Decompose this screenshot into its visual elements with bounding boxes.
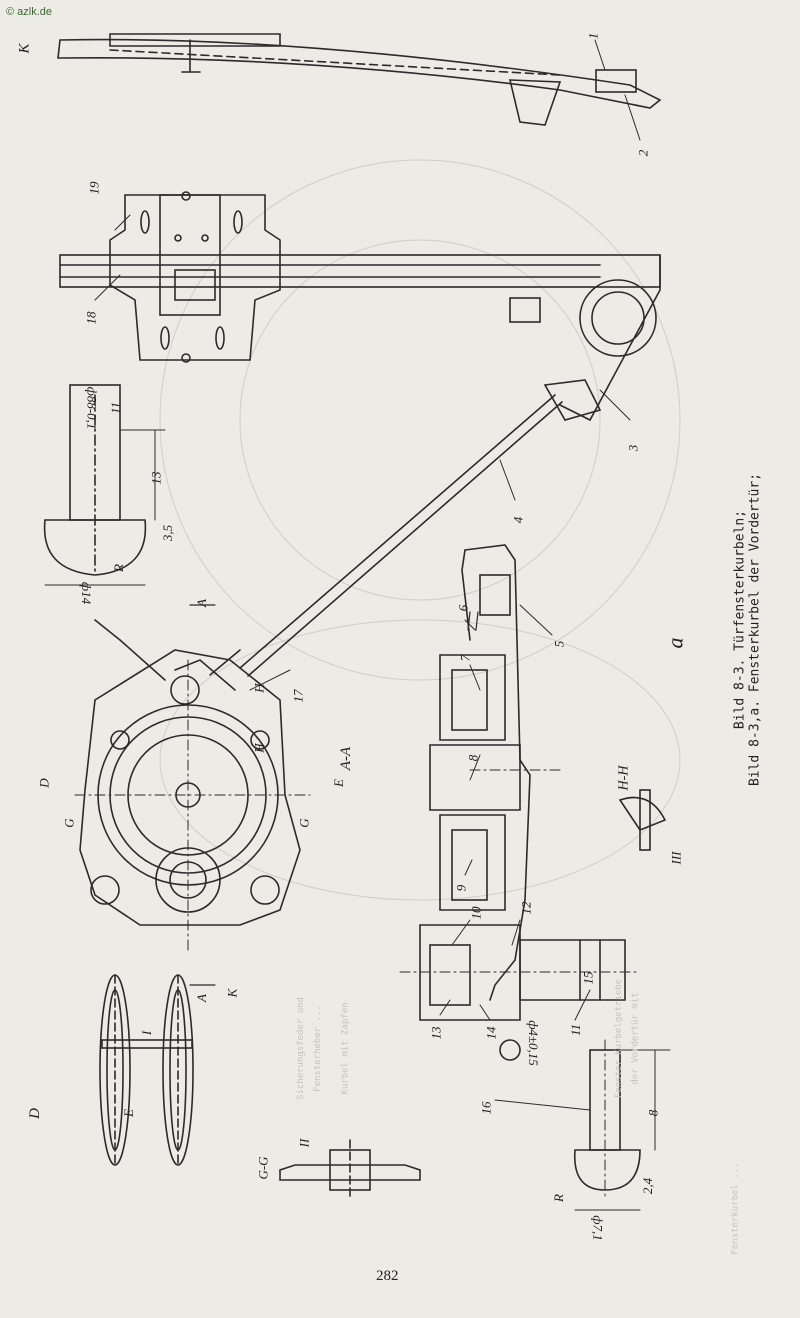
dimension-label: ф7,1: [590, 1215, 606, 1241]
ghost-text: der Vordertür mit: [630, 992, 641, 1085]
watermark: © azlk.de: [6, 6, 53, 18]
shaft-detail-11: [43, 384, 166, 586]
dimension-label: ф4±0,15: [525, 1020, 541, 1066]
roman-label: III: [668, 851, 684, 865]
section-label: E: [120, 1109, 136, 1117]
part-label: 19: [86, 181, 102, 195]
dimension-label: ф88-0,1: [84, 386, 100, 430]
part-label: 3: [625, 444, 641, 452]
section-label: H: [251, 743, 267, 753]
part-label: 8: [465, 754, 481, 762]
part-label: 16: [478, 1101, 494, 1115]
mechanism-plate: [74, 604, 311, 986]
section-label: D: [26, 1108, 43, 1119]
part-label: 11: [108, 401, 124, 415]
page-number: 282: [376, 1268, 399, 1284]
section-label: K: [16, 43, 33, 54]
part-label: 11: [568, 1023, 584, 1037]
part-label: 13: [428, 1026, 444, 1040]
dimension-label: R: [550, 1194, 566, 1202]
section-h-h: [618, 789, 667, 851]
part-label: 7: [457, 654, 473, 662]
ghost-text: Fensterkurbel ...: [730, 1162, 741, 1255]
part-label: 6: [455, 604, 471, 612]
part-label: 2: [635, 149, 651, 157]
figure-letter: a: [662, 637, 688, 649]
part-label: 12: [518, 901, 534, 915]
dimension-label: R: [110, 564, 126, 572]
part-label: 9: [453, 884, 469, 892]
roman-label: I: [139, 1030, 155, 1036]
ghost-text: Sicherungsfeder und: [295, 997, 306, 1100]
section-label: A-A: [338, 746, 355, 771]
top-arm-view: [57, 33, 662, 126]
section-label: A: [193, 994, 209, 1002]
section-g-g: [279, 1139, 421, 1201]
dimension-label: 8: [645, 1109, 661, 1117]
pulley-views: [99, 974, 194, 1166]
dimension-label: 2,4: [640, 1177, 656, 1195]
part-label: 4: [510, 516, 526, 524]
ghost-text: Fenster Kurbelgetriebe: [614, 978, 625, 1099]
part-label: 14: [483, 1026, 499, 1040]
sectioned-assembly: [399, 544, 641, 1061]
roman-label: II: [296, 1138, 312, 1148]
ghost-text: Kurbel mit Zapfen: [340, 1002, 351, 1095]
connecting-rod: [239, 379, 602, 677]
part-label: 5: [551, 640, 567, 648]
section-label: G-G: [255, 1156, 271, 1180]
leader-lines: [94, 39, 641, 1111]
ghost-text: Fensterheber ...: [312, 1005, 323, 1092]
section-label: G: [296, 818, 312, 828]
dimension-label: 3,5: [160, 524, 176, 542]
section-label: H: [251, 683, 267, 693]
section-label: A: [193, 599, 209, 607]
dimension-label: ф14: [79, 581, 95, 605]
section-label: K: [224, 988, 240, 998]
part-label: 1: [585, 32, 601, 40]
caption-line-1: Bild 8-3. Türfensterkurbeln;: [732, 509, 748, 730]
section-label: E: [330, 779, 346, 787]
part-label: 18: [83, 311, 99, 325]
part-label: 10: [468, 906, 484, 920]
section-label: G: [61, 818, 77, 828]
rail-and-bracket: [59, 191, 661, 422]
part-label: 15: [580, 971, 596, 985]
section-label: H-H: [616, 765, 632, 791]
pin-detail: [573, 1039, 671, 1211]
caption-line-2: Bild 8-3,a. Fensterkurbel der Vordertür;: [747, 472, 763, 787]
part-label: 17: [290, 689, 306, 703]
dimension-label: 13: [148, 471, 164, 485]
section-label: D: [36, 778, 52, 788]
